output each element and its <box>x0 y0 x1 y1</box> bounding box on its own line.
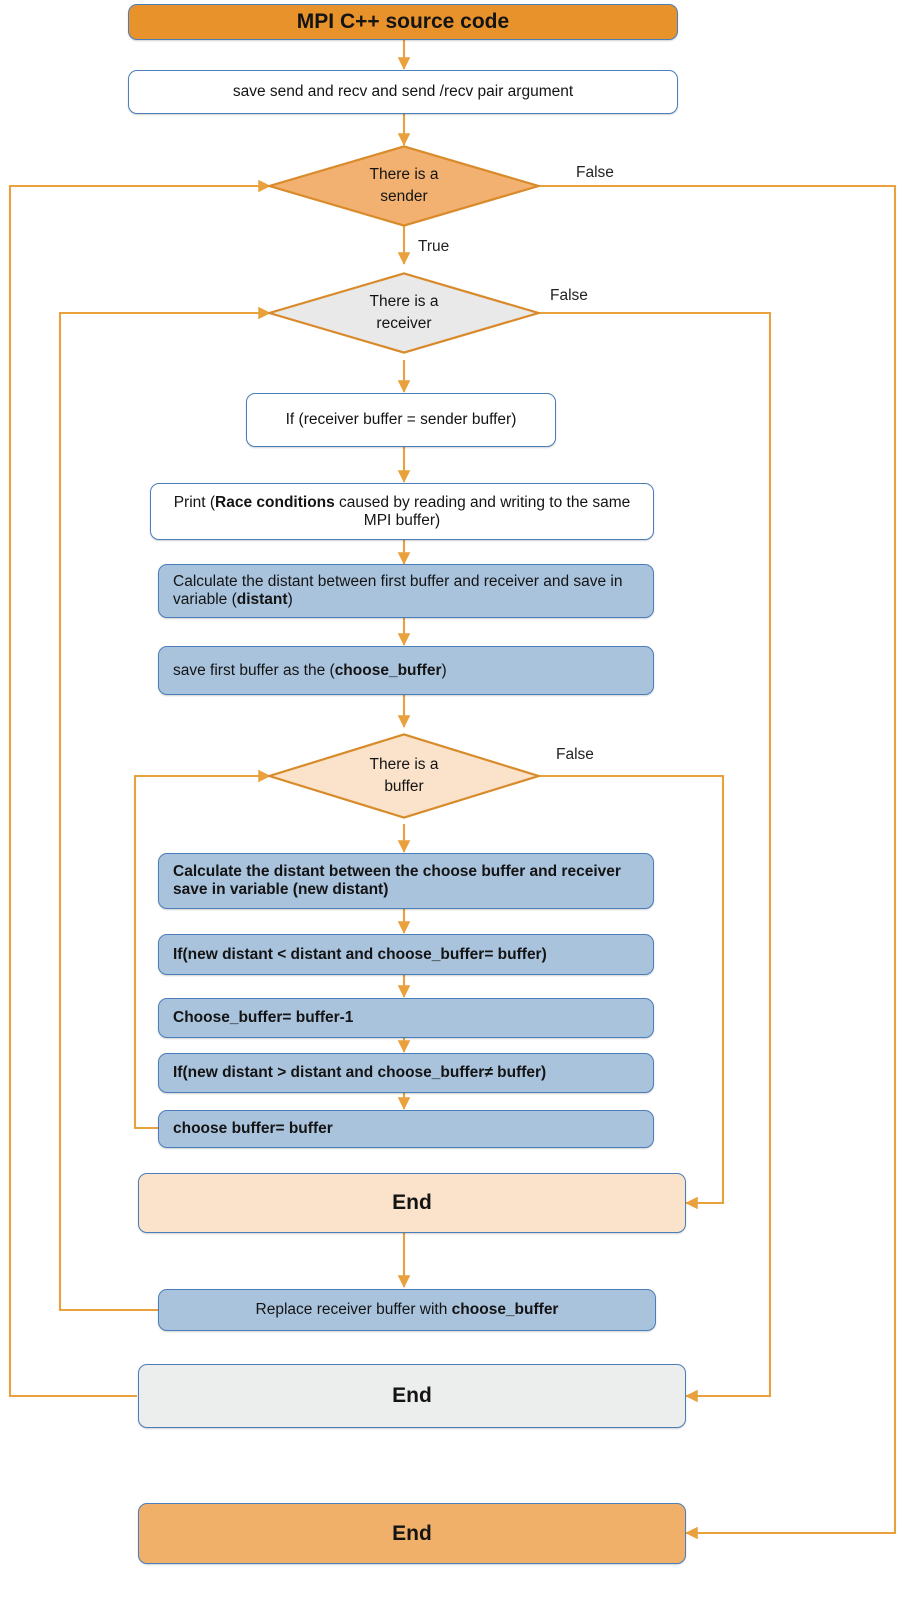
node-calculate-distant[interactable]: Calculate the distant between first buff… <box>158 564 654 618</box>
print-race-bold: Race conditions <box>215 493 335 511</box>
decision-there-is-a-sender[interactable]: There is a sender <box>268 145 540 227</box>
node-choose-buffer-minus-one-label: Choose_buffer= buffer-1 <box>173 1009 354 1026</box>
node-end-final-label: End <box>392 1521 432 1545</box>
decision-there-is-a-buffer[interactable]: There is a buffer <box>268 733 540 819</box>
replace-bold: choose_buffer <box>451 1301 559 1318</box>
node-replace-receiver-buffer-label: Replace receiver buffer with choose_buff… <box>173 1301 641 1319</box>
diamond-shape-sender <box>268 145 540 227</box>
node-save-arguments-label: save send and recv and send /recv pair a… <box>232 83 574 100</box>
node-choose-buffer-equals-buffer-label: choose buffer= buffer <box>173 1120 333 1137</box>
node-end-inner[interactable]: End <box>138 1173 686 1233</box>
node-end-middle[interactable]: End <box>138 1364 686 1428</box>
diamond-shape-buffer <box>268 733 540 819</box>
node-start[interactable]: MPI C++ source code <box>128 4 678 40</box>
node-end-final[interactable]: End <box>138 1503 686 1564</box>
decision-there-is-a-receiver[interactable]: There is a receiver <box>268 272 540 354</box>
node-if-new-distant-greater[interactable]: If(new distant > distant and choose_buff… <box>158 1053 654 1093</box>
calc-new-bold: new distant <box>297 881 384 898</box>
calc-distant-post: ) <box>287 591 293 608</box>
print-race-pre: Print ( <box>173 493 216 511</box>
node-if-new-distant-less[interactable]: If(new distant < distant and choose_buff… <box>158 934 654 975</box>
edge-label-buffer-false: False <box>556 746 594 763</box>
save-choose-pre: save first buffer as the ( <box>173 661 335 679</box>
node-calculate-new-distant[interactable]: Calculate the distant between the choose… <box>158 853 654 909</box>
replace-pre: Replace receiver buffer with <box>255 1301 452 1318</box>
calc-new-post: ) <box>383 881 389 898</box>
node-calculate-distant-label: Calculate the distant between first buff… <box>173 573 639 609</box>
node-end-inner-label: End <box>392 1191 432 1214</box>
diamond-shape-receiver <box>268 272 540 354</box>
edge-label-sender-true: True <box>418 238 450 255</box>
calc-new-pre: Calculate the distant between the choose… <box>173 863 621 898</box>
node-choose-buffer-equals-buffer[interactable]: choose buffer= buffer <box>158 1110 654 1148</box>
node-if-new-distant-greater-label: If(new distant > distant and choose_buff… <box>173 1064 547 1081</box>
save-choose-post: ) <box>441 661 447 679</box>
node-save-first-buffer[interactable]: save first buffer as the (choose_buffer) <box>158 646 654 695</box>
calc-distant-pre: Calculate the distant between first buff… <box>173 573 623 608</box>
node-replace-receiver-buffer[interactable]: Replace receiver buffer with choose_buff… <box>158 1289 656 1331</box>
node-print-race-conditions-label: Print (Race conditions caused by reading… <box>165 494 639 530</box>
node-end-middle-label: End <box>392 1384 432 1407</box>
node-if-receiver-equals-sender[interactable]: If (receiver buffer = sender buffer) <box>246 393 556 447</box>
node-save-first-buffer-label: save first buffer as the (choose_buffer) <box>173 662 639 680</box>
node-choose-buffer-minus-one[interactable]: Choose_buffer= buffer-1 <box>158 998 654 1038</box>
node-if-receiver-equals-sender-label: If (receiver buffer = sender buffer) <box>285 411 517 428</box>
save-choose-bold: choose_buffer <box>334 661 442 679</box>
node-start-label: MPI C++ source code <box>296 10 510 33</box>
node-calculate-new-distant-label: Calculate the distant between the choose… <box>173 863 639 899</box>
print-race-post: caused by reading and writing to the sam… <box>334 493 631 529</box>
node-save-arguments[interactable]: save send and recv and send /recv pair a… <box>128 70 678 114</box>
edge-label-sender-false: False <box>576 164 614 181</box>
node-if-new-distant-less-label: If(new distant < distant and choose_buff… <box>173 945 547 963</box>
edge-loop-receiver <box>58 306 271 1312</box>
calc-distant-bold: distant <box>236 591 288 608</box>
node-print-race-conditions[interactable]: Print (Race conditions caused by reading… <box>150 483 654 540</box>
edge-label-receiver-false: False <box>550 287 588 304</box>
